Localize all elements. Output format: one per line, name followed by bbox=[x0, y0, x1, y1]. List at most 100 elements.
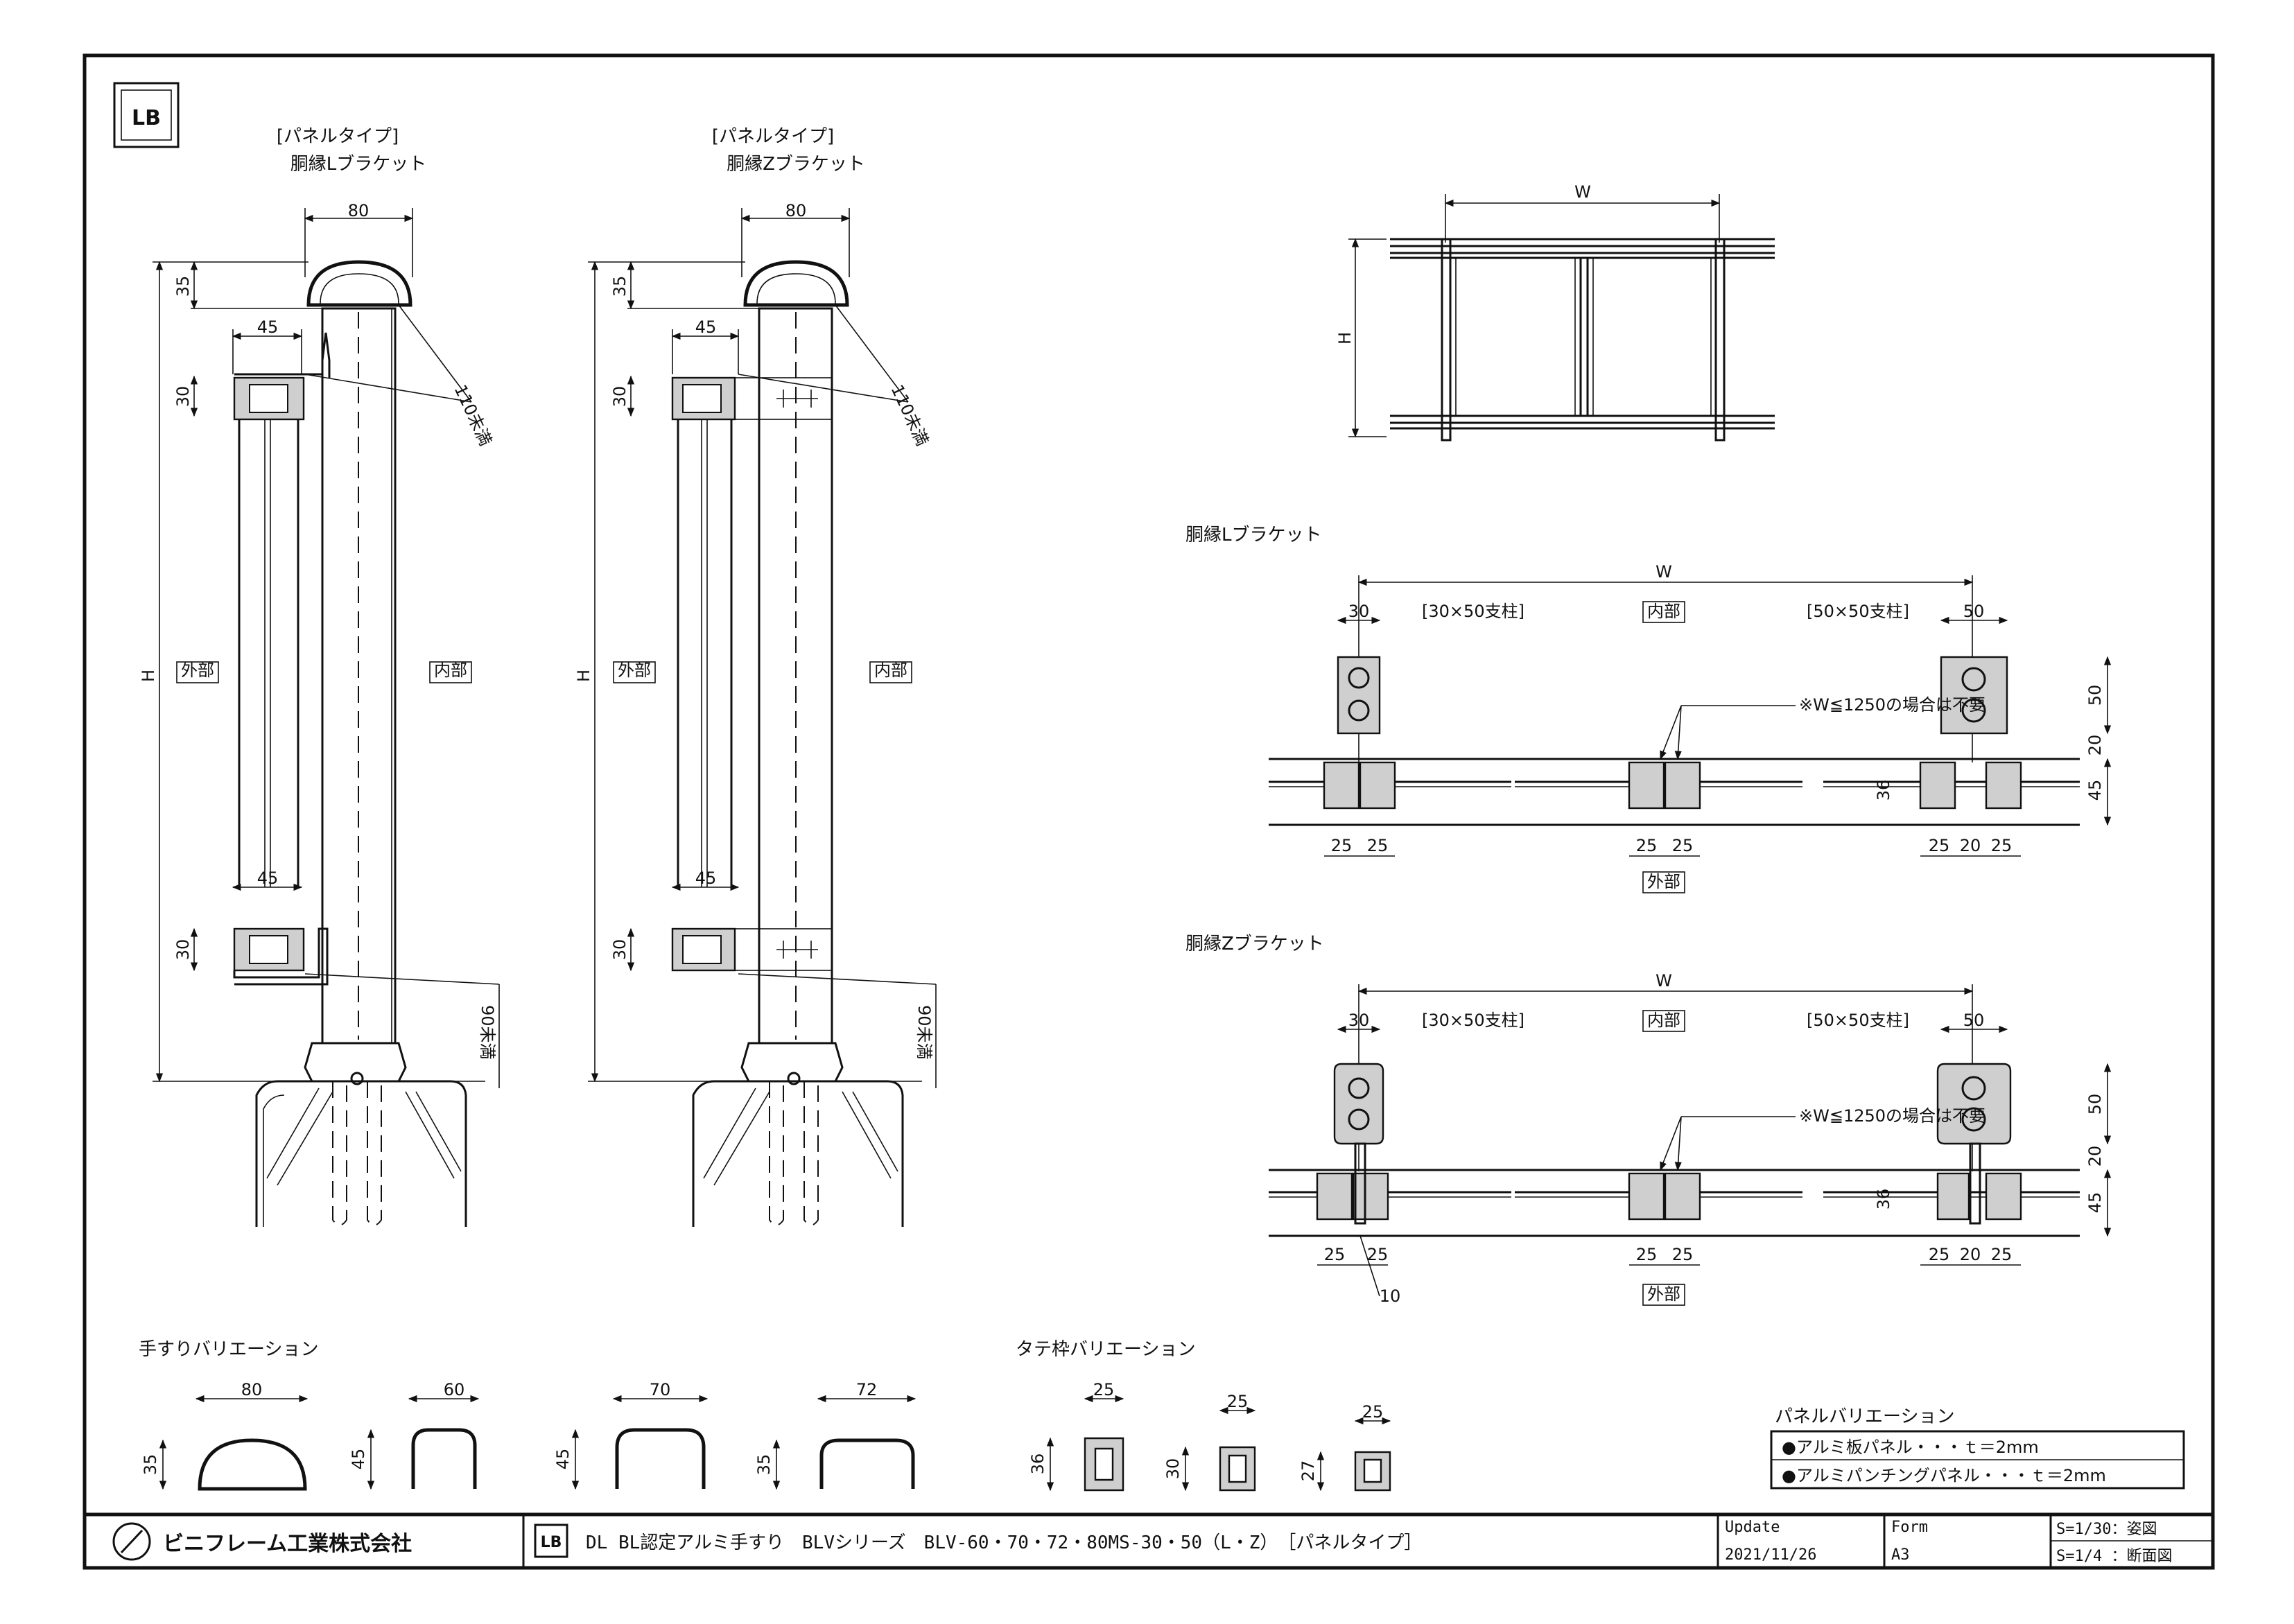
plan-view-z-offset: 10 bbox=[1380, 1286, 1401, 1306]
front-view-z-bracket-width-top: 45 bbox=[695, 317, 717, 337]
handrail-1-height: 35 bbox=[141, 1454, 160, 1476]
front-view-z-bracket-width-bottom: 45 bbox=[695, 868, 717, 888]
plan-view-l-gap-bottom: 20 bbox=[1960, 836, 1981, 855]
plan-view-l-post-large-width: 50 bbox=[1963, 602, 1985, 621]
plan-view-z-module-2: 25 bbox=[1367, 1245, 1389, 1264]
front-view-l-bracket-width-bottom: 45 bbox=[257, 868, 279, 888]
plan-view-z-post-large-width: 50 bbox=[1963, 1011, 1985, 1030]
plan-view-z: 胴縁Zブラケット W 30 [30×50支柱] 内部 [50×50支柱] 50 … bbox=[1185, 934, 2112, 1306]
front-view-z-outside: 外部 bbox=[618, 661, 651, 680]
panel-variation-item-1: ●アルミ板パネル・・・ｔ＝2mm bbox=[1782, 1438, 2039, 1457]
plan-view-l-frame-depth: 36 bbox=[1874, 780, 1893, 801]
elevation-height: H bbox=[1335, 332, 1355, 344]
handrail-1-width: 80 bbox=[241, 1380, 263, 1399]
panel-variation-item-2: ●アルミパンチングパネル・・・ｔ＝2mm bbox=[1782, 1466, 2106, 1485]
scale-section: S=1/4 ：断面図 bbox=[2056, 1548, 2172, 1565]
handrail-2-height: 45 bbox=[349, 1449, 368, 1470]
frame-variation-title: タテ枠バリエーション bbox=[1016, 1339, 1195, 1360]
front-view-z-rail-height: 35 bbox=[610, 276, 629, 297]
plan-view-z-note: ※W≦1250の場合は不要 bbox=[1799, 1106, 1985, 1126]
handrail-variation: 手すりバリエーション 80 35 60 45 70 45 72 35 bbox=[139, 1339, 916, 1491]
handrail-3-width: 70 bbox=[650, 1380, 671, 1399]
plan-view-l-post-large: [50×50支柱] bbox=[1807, 602, 1909, 621]
plan-view-l-title: 胴縁Lブラケット bbox=[1185, 525, 1322, 545]
panel-variation: パネルバリエーション ●アルミ板パネル・・・ｔ＝2mm ●アルミパンチングパネル… bbox=[1770, 1406, 2185, 1490]
front-view-l-rail-width: 80 bbox=[348, 201, 370, 220]
scale-elevation: S=1/30：姿図 bbox=[2056, 1521, 2157, 1538]
plan-view-l-module-4: 25 bbox=[1672, 836, 1694, 855]
logo-text: LB bbox=[132, 106, 161, 130]
plan-view-z-rail-depth: 45 bbox=[2085, 1192, 2105, 1214]
plan-view-z-module-4: 25 bbox=[1672, 1245, 1694, 1264]
plan-view-z-gap-bottom: 20 bbox=[1960, 1245, 1981, 1264]
front-view-l-frame-height-bottom: 30 bbox=[173, 939, 193, 961]
front-view-l-rail-height: 35 bbox=[173, 276, 193, 297]
plan-view-l: 胴縁Lブラケット W 30 [30×50支柱] 内部 [50×50支柱] 50 … bbox=[1185, 525, 2112, 893]
plan-view-z-gap: 20 bbox=[2085, 1146, 2105, 1167]
elevation-width: W bbox=[1574, 182, 1591, 202]
plan-view-z-inside: 内部 bbox=[1647, 1011, 1680, 1030]
front-view-z-inside: 内部 bbox=[874, 661, 907, 680]
panel-variation-title: パネルバリエーション bbox=[1775, 1406, 1954, 1427]
title-logo-icon: LB bbox=[534, 1523, 568, 1558]
plan-view-l-note: ※W≦1250の場合は不要 bbox=[1799, 695, 1985, 715]
front-view-l-inside: 内部 bbox=[434, 661, 467, 680]
plan-view-l-rail-depth: 45 bbox=[2085, 780, 2105, 801]
form-label: Form bbox=[1891, 1519, 1928, 1536]
front-view-z-type: [パネルタイプ] bbox=[712, 126, 834, 147]
frame-variation: タテ枠バリエーション 25 36 25 30 25 27 bbox=[1016, 1339, 1391, 1492]
sheet-border bbox=[82, 53, 2215, 1570]
drawing-title: DL BL認定アルミ手すり BLVシリーズ BLV-60・70・72・80MS-… bbox=[586, 1533, 1422, 1553]
plan-view-z-module-3: 25 bbox=[1636, 1245, 1658, 1264]
frame-3-height: 27 bbox=[1298, 1460, 1318, 1482]
plan-view-l-module-1: 25 bbox=[1331, 836, 1353, 855]
front-view-l-outside: 外部 bbox=[181, 661, 214, 680]
plan-view-z-module-5: 25 bbox=[1929, 1245, 1950, 1264]
front-view-z: [パネルタイプ] 胴縁Zブラケット 80 H 35 45 30 bbox=[574, 126, 937, 1227]
plan-view-l-outside: 外部 bbox=[1647, 872, 1680, 891]
front-view-l-name: 胴縁Lブラケット bbox=[290, 154, 427, 175]
plan-view-z-post-small-width: 30 bbox=[1348, 1011, 1370, 1030]
plan-view-l-module-5: 25 bbox=[1929, 836, 1950, 855]
company-name: ビニフレーム工業株式会社 bbox=[163, 1532, 412, 1556]
plan-view-l-module-6: 25 bbox=[1991, 836, 2013, 855]
frame-3-width: 25 bbox=[1362, 1402, 1384, 1422]
plan-view-l-module-3: 25 bbox=[1636, 836, 1658, 855]
front-view-l-type: [パネルタイプ] bbox=[277, 126, 399, 147]
plan-view-l-gap: 20 bbox=[2085, 735, 2105, 756]
plan-view-z-title: 胴縁Zブラケット bbox=[1185, 934, 1324, 954]
elevation-view: W H bbox=[1335, 182, 1775, 442]
handrail-variation-title: 手すりバリエーション bbox=[139, 1339, 318, 1360]
title-logo-text: LB bbox=[541, 1534, 562, 1551]
front-view-l-gap-bottom: 90未満 bbox=[478, 1005, 497, 1060]
plan-view-l-post-small: [30×50支柱] bbox=[1422, 602, 1524, 621]
front-view-z-name: 胴縁Zブラケット bbox=[727, 154, 865, 175]
handrail-4-height: 35 bbox=[754, 1454, 774, 1476]
frame-1-height: 36 bbox=[1028, 1453, 1048, 1475]
plan-view-z-post-depth: 50 bbox=[2085, 1094, 2105, 1115]
plan-view-l-inside: 内部 bbox=[1647, 602, 1680, 621]
frame-2-height: 30 bbox=[1163, 1458, 1183, 1480]
plan-view-z-module-6: 25 bbox=[1991, 1245, 2013, 1264]
plan-view-z-outside: 外部 bbox=[1647, 1284, 1680, 1304]
plan-view-l-post-small-width: 30 bbox=[1348, 602, 1370, 621]
front-view-l-overall: H bbox=[139, 670, 158, 682]
front-view-l: [パネルタイプ] 胴縁Lブラケット 80 H 35 45 30 bbox=[139, 126, 500, 1227]
front-view-z-frame-height-top: 30 bbox=[610, 386, 629, 408]
front-view-z-gap-top: 110未満 bbox=[887, 382, 932, 449]
logo-mark-icon: LB bbox=[113, 82, 180, 148]
plan-view-z-module-1: 25 bbox=[1324, 1245, 1346, 1264]
title-block: ビニフレーム工業株式会社 LB DL BL認定アルミ手すり BLVシリーズ BL… bbox=[85, 1512, 2213, 1568]
front-view-l-gap-top: 110未満 bbox=[451, 382, 496, 449]
front-view-z-rail-width: 80 bbox=[785, 201, 807, 220]
company-logo-icon bbox=[112, 1522, 151, 1561]
form-value: A3 bbox=[1891, 1546, 1910, 1564]
plan-view-l-post-depth: 50 bbox=[2085, 685, 2105, 706]
plan-view-z-post-small: [30×50支柱] bbox=[1422, 1011, 1524, 1030]
plan-view-z-width: W bbox=[1656, 971, 1672, 990]
front-view-l-frame-height-top: 30 bbox=[173, 386, 193, 408]
handrail-4-width: 72 bbox=[856, 1380, 878, 1399]
plan-view-l-module-2: 25 bbox=[1367, 836, 1389, 855]
frame-1-width: 25 bbox=[1093, 1380, 1115, 1399]
